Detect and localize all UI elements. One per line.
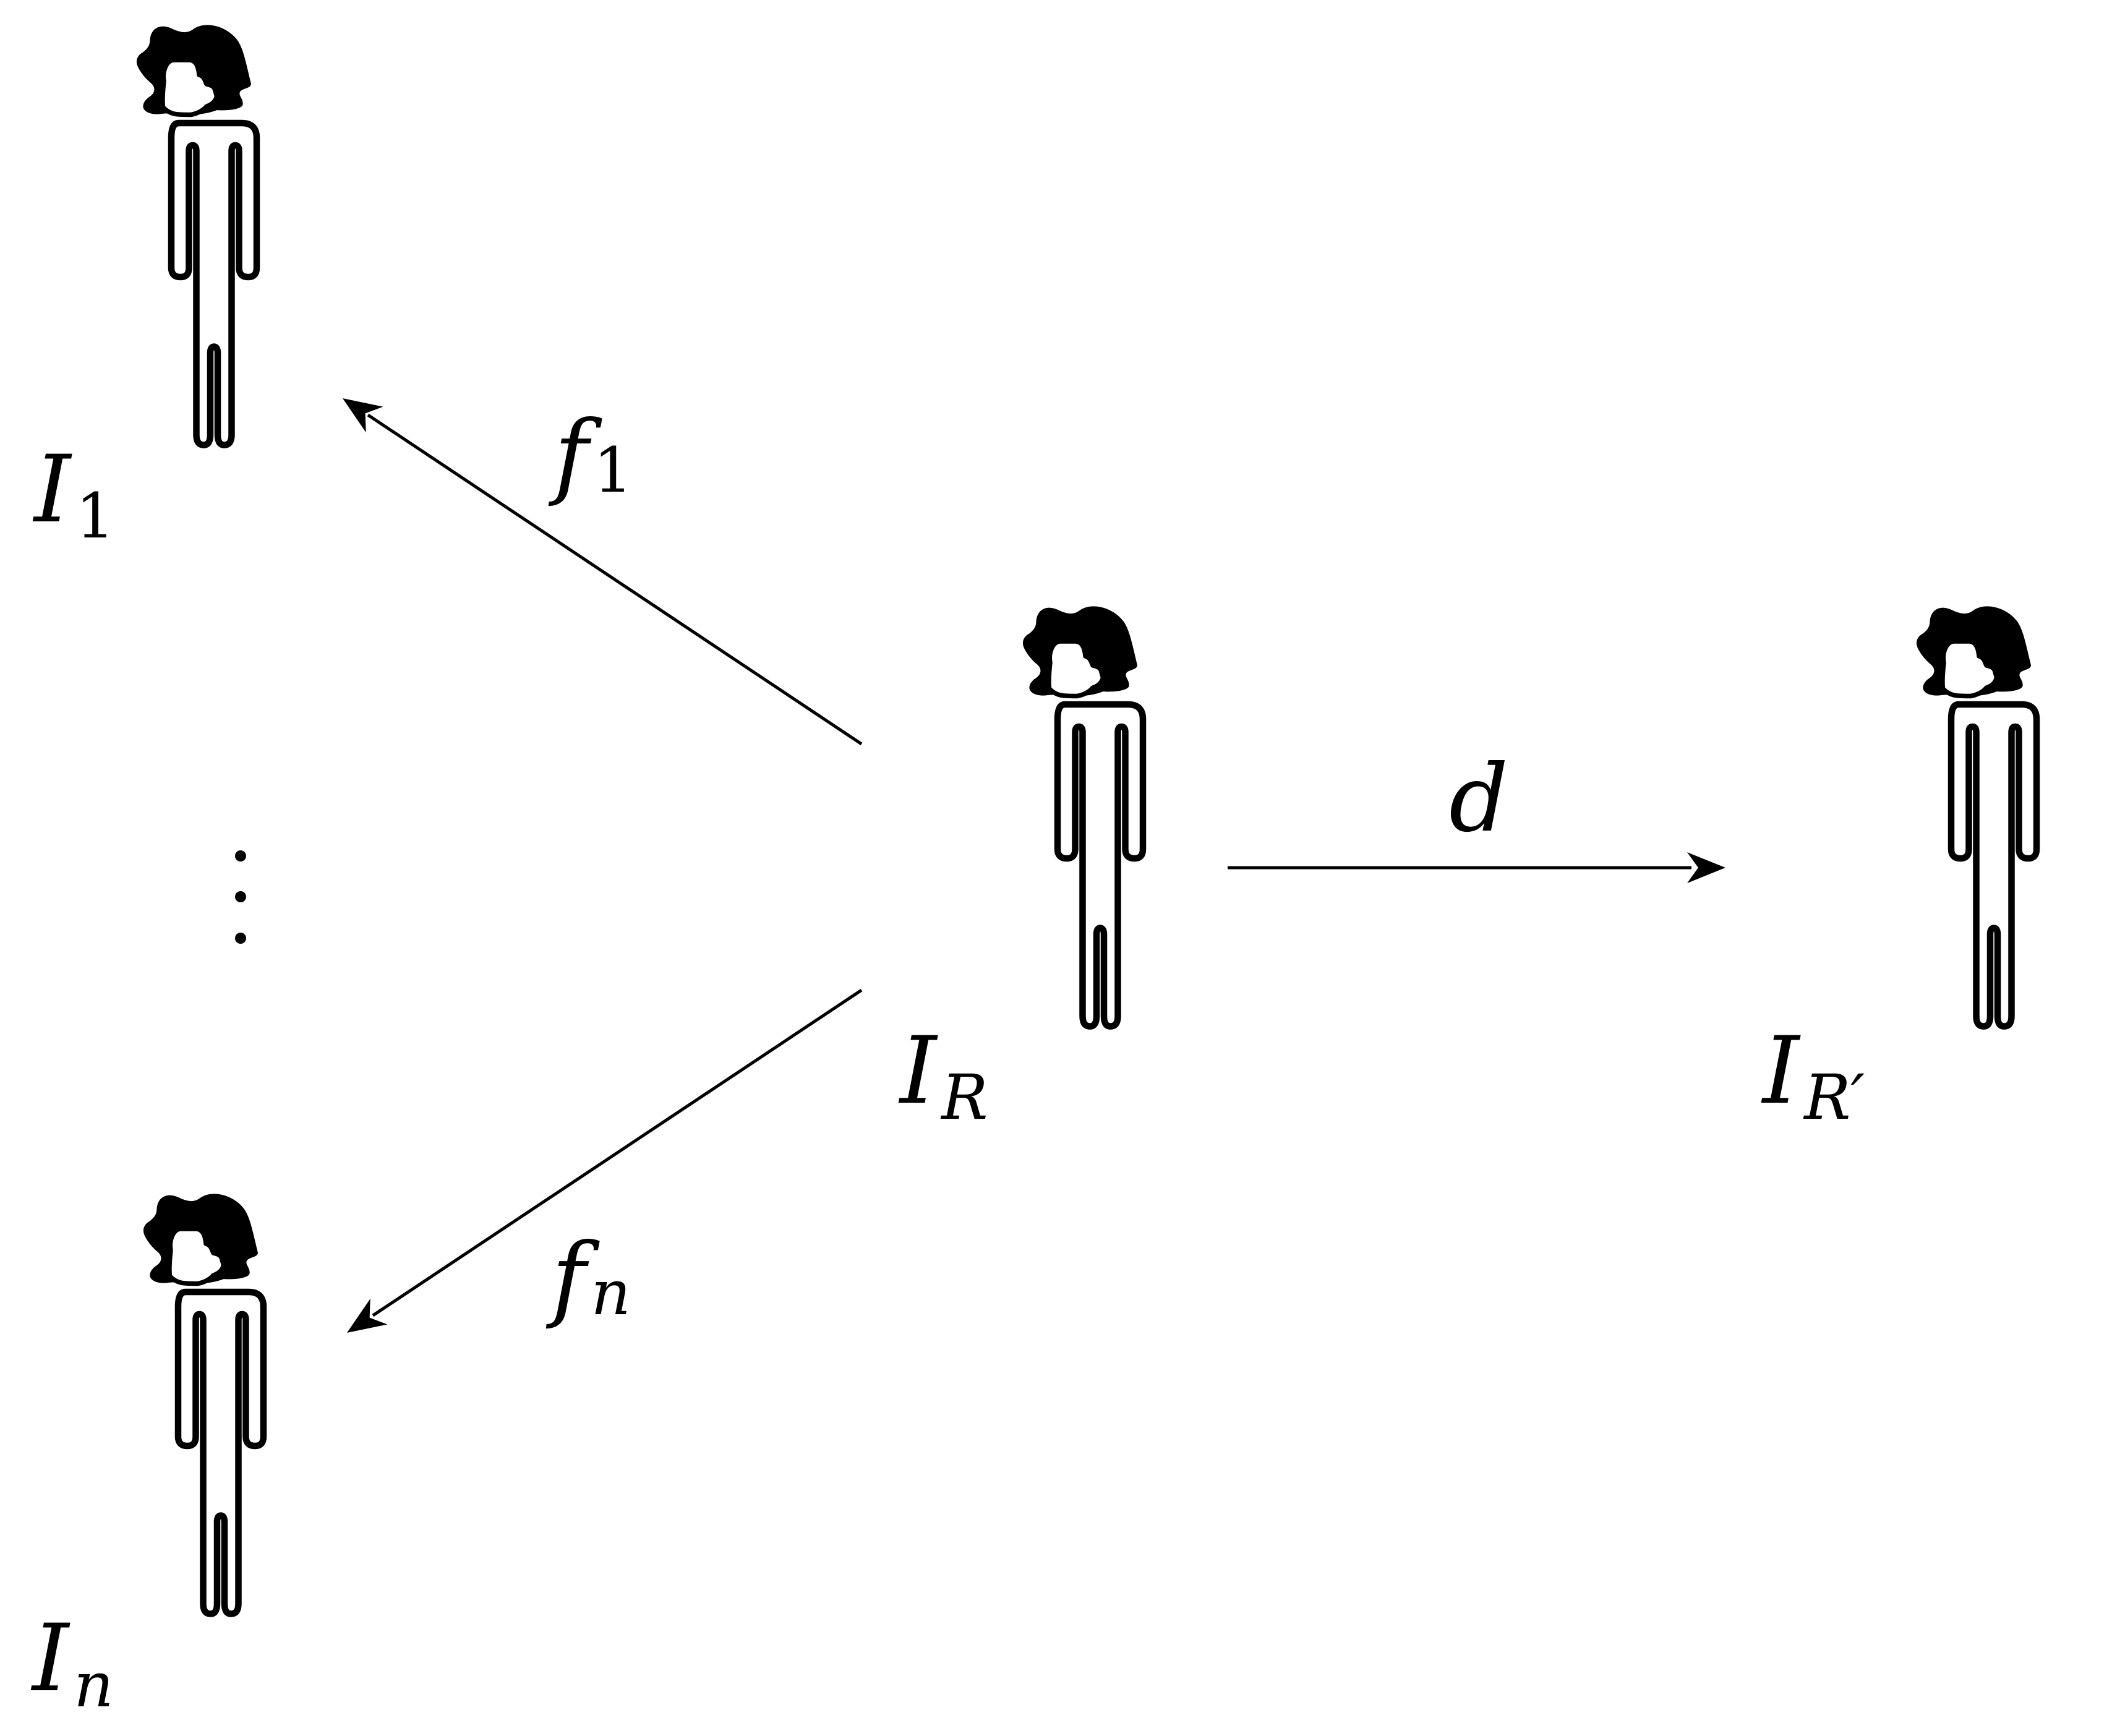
label-fn-sub: n xyxy=(591,1257,631,1329)
label-in: In xyxy=(30,1605,114,1721)
arrowhead-fn xyxy=(347,1298,388,1333)
label-i1-main: I xyxy=(32,436,72,544)
edge-d xyxy=(1228,852,1725,883)
label-i1-sub: 1 xyxy=(75,480,115,552)
label-irp-main: I xyxy=(1761,1017,1801,1125)
label-ir-main: I xyxy=(898,1017,938,1125)
label-ir-sub: R xyxy=(940,1061,988,1134)
arrowhead-d xyxy=(1687,852,1725,883)
label-d: d xyxy=(1449,745,1508,853)
label-irp: IR′ xyxy=(1761,1017,1865,1134)
label-irp-sub: R′ xyxy=(1803,1061,1865,1134)
person-i1 xyxy=(139,27,257,445)
person-icon xyxy=(139,27,257,445)
person-icon xyxy=(1918,608,2037,1026)
person-ir xyxy=(1025,608,1143,1026)
edge-f1 xyxy=(343,398,863,746)
label-i1: I1 xyxy=(32,436,115,552)
label-fn: fn xyxy=(545,1224,631,1332)
label-in-sub: n xyxy=(74,1649,113,1721)
person-icon xyxy=(1025,608,1143,1026)
label-in-main: I xyxy=(30,1605,71,1712)
person-in xyxy=(145,1195,263,1614)
label-f1-sub: 1 xyxy=(594,434,633,507)
label-f1: f1 xyxy=(548,401,633,509)
label-ir: IR xyxy=(898,1017,988,1134)
edge-fn xyxy=(347,988,863,1333)
person-icon xyxy=(145,1195,263,1614)
arrowhead-f1 xyxy=(343,398,383,433)
person-irp xyxy=(1918,608,2037,1026)
label-d-main: d xyxy=(1449,745,1508,853)
vertical-ellipsis xyxy=(235,850,246,944)
